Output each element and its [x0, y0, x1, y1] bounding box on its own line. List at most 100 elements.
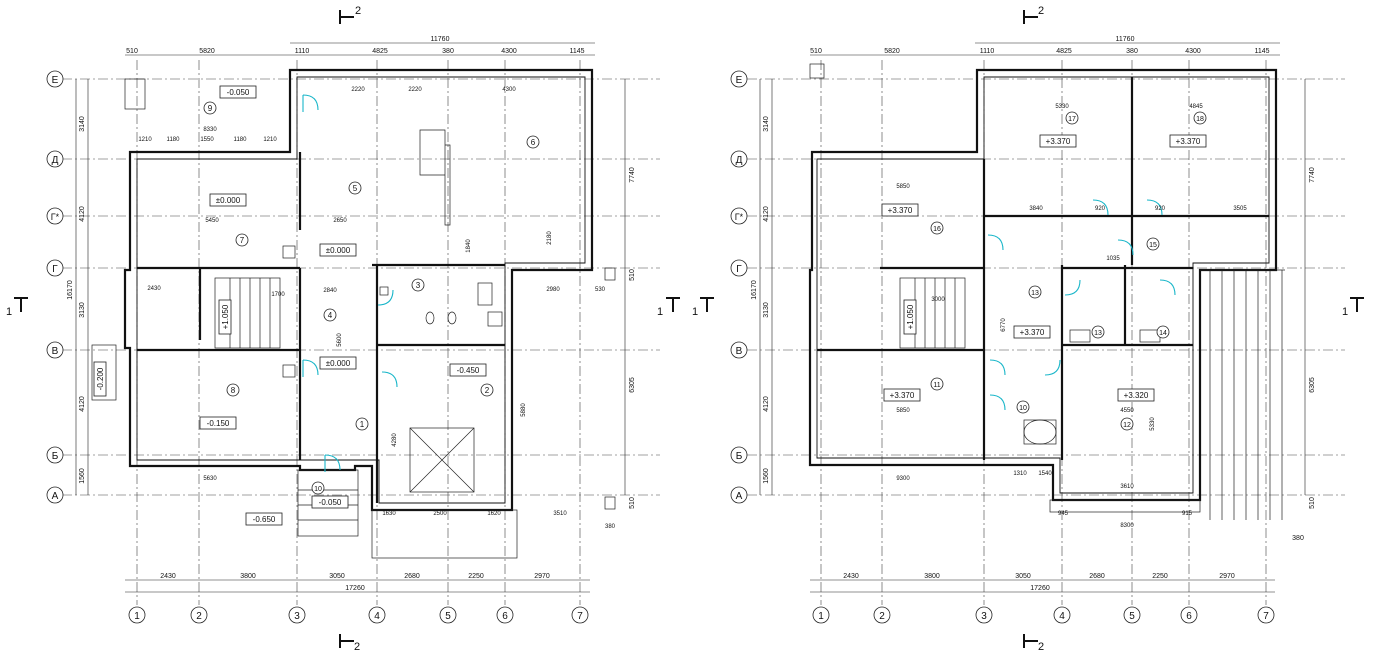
dimension-text: 2430: [843, 573, 859, 580]
dimension-text: 510: [629, 269, 636, 281]
dimension-text: 4120: [79, 396, 86, 412]
dimension-text: 3840: [1029, 206, 1043, 212]
dimension-text: 5600: [337, 333, 343, 347]
room-number: 16: [933, 226, 941, 233]
dimension-text: 1035: [1106, 256, 1120, 262]
dimension-text: 16170: [67, 280, 74, 300]
dimension-text: 1630: [382, 511, 396, 517]
dimension-text: 3800: [240, 573, 256, 580]
dimension-text: 1540: [1038, 471, 1052, 477]
axis-label: 5: [445, 611, 451, 622]
fixtures: [379, 282, 503, 327]
elevation-label: ±0.000: [326, 359, 351, 368]
axis-label: 3: [981, 611, 987, 622]
ground-floor-plan: Е Д Г* Г В Б А 1 2 3 4 5 6 7 11760 510 5…: [46, 36, 660, 624]
dimension-text: 380: [1126, 48, 1138, 55]
axis-label: Г*: [735, 212, 744, 222]
row-axis-bubbles: Е Д Г* Г В Б А: [46, 70, 64, 504]
dimension-text: 6305: [629, 377, 636, 393]
dimension-text: 11760: [431, 36, 450, 43]
axis-label: 4: [374, 611, 380, 622]
dimension-text: 2430: [147, 286, 161, 292]
section-mark-2-bottom-right: 2: [1023, 634, 1044, 653]
walls: [808, 63, 1285, 520]
dimension-text: 1180: [167, 137, 181, 143]
dimension-text: 2680: [1089, 573, 1105, 580]
dimension-text: 4300: [501, 48, 517, 55]
dimension-text: 2970: [534, 573, 550, 580]
elevation-label: -0.050: [319, 498, 342, 507]
dimension-text: 920: [1095, 206, 1106, 212]
room-number: 4: [328, 311, 333, 320]
room-number: 13: [1094, 330, 1102, 337]
dimension-text: 3130: [763, 302, 770, 318]
axis-label: 6: [1186, 611, 1192, 622]
dimension-text: 1210: [138, 137, 152, 143]
dimension-text: 3140: [79, 116, 86, 132]
section-mark-label: 2: [354, 641, 360, 653]
axis-label: 1: [134, 611, 140, 622]
dimension-text: 5450: [205, 218, 219, 224]
dimension-text: 530: [595, 287, 606, 293]
room-number: 1: [360, 420, 365, 429]
section-mark-1-mid-a: 1: [657, 297, 680, 318]
section-mark-label: 2: [355, 5, 361, 17]
dimension-text: 6770: [1001, 318, 1007, 332]
dimension-text: 3140: [763, 116, 770, 132]
axis-label: Д: [52, 155, 59, 166]
room-number: 10: [314, 486, 322, 493]
axis-label: 5: [1129, 611, 1135, 622]
dimension-text: 380: [605, 524, 616, 530]
axis-label: 2: [879, 611, 885, 622]
dimension-text: 17260: [1030, 585, 1050, 592]
dimension-text: 2180: [547, 231, 553, 245]
dimension-text: 1210: [263, 137, 277, 143]
pergola: [1200, 269, 1285, 520]
bottom-dimension-chain: 2430 3800 3050 2680 2250 2970 17260: [125, 573, 590, 593]
dimension-text: 920: [1155, 206, 1166, 212]
dimension-text: 1620: [487, 511, 501, 517]
elevation-label: +3.320: [1124, 391, 1149, 400]
top-dimension-chain: 11760 510 5820 1110 4825 380 4300 1145: [810, 36, 1280, 56]
dimension-text: 510: [810, 48, 822, 55]
dimension-text: 5850: [896, 184, 910, 190]
axis-label: Б: [52, 451, 59, 462]
dimension-text: 17260: [345, 585, 365, 592]
axis-label: 1: [818, 611, 824, 622]
dimension-text: 16170: [751, 280, 758, 300]
axis-label: 3: [294, 611, 300, 622]
bottom-dimension-chain: 2430 3800 3050 2680 2250 2970 17260: [810, 573, 1275, 593]
dimension-text: 2500: [433, 511, 447, 517]
top-dimension-chain: 11760 510 5820 1110 4825 380 4300 1145: [125, 36, 595, 56]
dimension-text: 1560: [763, 468, 770, 484]
axis-label: 4: [1059, 611, 1065, 622]
axis-label: Г: [736, 264, 742, 275]
elevation-tags: -0.050 ±0.000 ±0.000 +1.050 ±0.000 -0.45…: [93, 85, 487, 526]
dimension-text: 5880: [521, 403, 527, 417]
dimension-text: 2840: [323, 288, 337, 294]
section-mark-1-left: 1: [6, 297, 28, 318]
axis-label: А: [736, 491, 743, 502]
dimension-text: 1145: [1254, 48, 1269, 55]
upper-floor-plan: Е Д Г* Г В Б А 1 2 3 4 5 6 7 11760 510 5…: [730, 36, 1345, 624]
room-number: 14: [1159, 330, 1167, 337]
room-number: 8: [231, 386, 236, 395]
dimension-text: 510: [126, 48, 138, 55]
dimension-text: 2430: [160, 573, 176, 580]
dimension-text: 5630: [203, 476, 217, 482]
dimension-text: 4825: [372, 48, 388, 55]
elevation-label: +3.370: [1020, 328, 1045, 337]
dimension-text: 3610: [1120, 484, 1134, 490]
section-mark-label: 1: [6, 306, 12, 318]
dimension-text: 7740: [1309, 167, 1316, 183]
axis-label: 2: [196, 611, 202, 622]
dimension-text: 1180: [234, 137, 248, 143]
section-mark-1-mid-b: 1: [692, 297, 714, 318]
right-dimension-chain: 7740 6305 510 380: [1292, 79, 1316, 542]
dimension-text: 2250: [1152, 573, 1168, 580]
elevation-label: ±0.000: [326, 246, 351, 255]
dimension-text: 8330: [203, 127, 217, 133]
dimension-text: 4120: [763, 396, 770, 412]
room-number: 17: [1068, 116, 1076, 123]
dimension-text: 915: [1182, 511, 1193, 517]
